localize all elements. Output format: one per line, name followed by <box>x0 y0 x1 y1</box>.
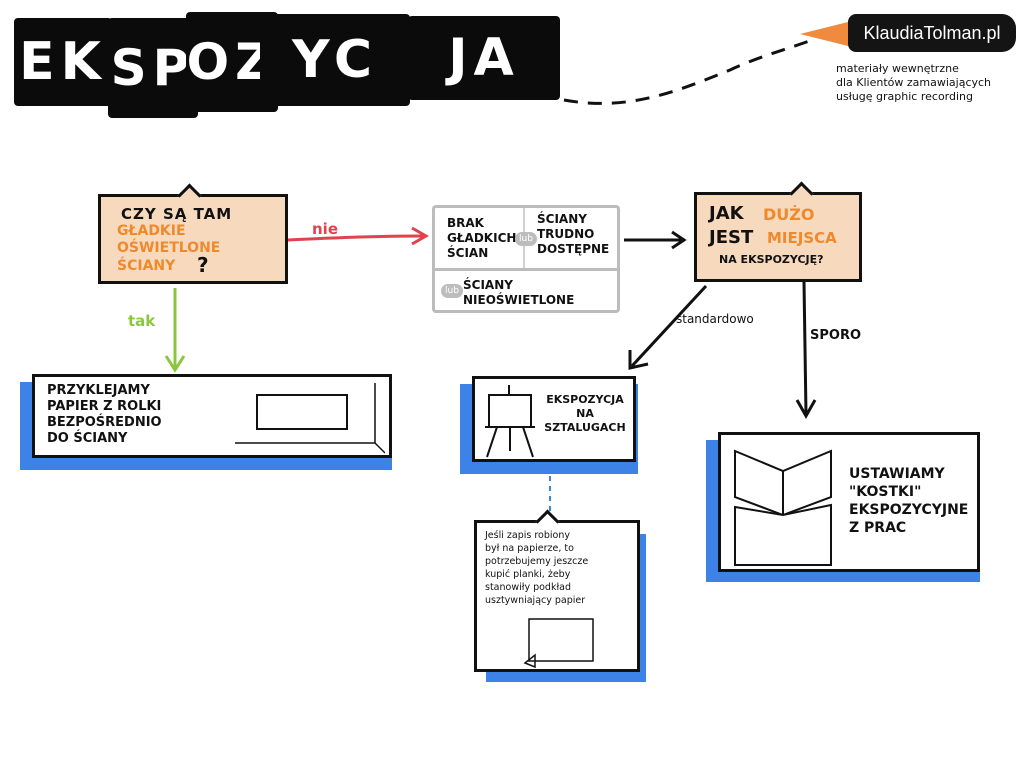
q1-line2: GŁADKIE <box>117 223 186 239</box>
title-part: EK <box>19 32 107 92</box>
title-part: OZ <box>186 33 278 91</box>
board-icon <box>523 618 594 669</box>
q1-line3: OŚWIETLONE <box>117 240 221 256</box>
question-box-space: JAK DUŻO JEST MIEJSCA NA EKSPOZYCJĘ? <box>694 181 862 282</box>
card-wall-line: DO ŚCIANY <box>47 431 128 446</box>
reason-b-line: DOSTĘPNE <box>537 242 610 256</box>
dashed-swoosh <box>563 38 813 105</box>
card-wall-line: BEZPOŚREDNIO <box>47 415 162 430</box>
reason-c-line: ŚCIANY <box>463 278 513 292</box>
cubes-icon <box>734 449 832 566</box>
reason-c: ŚCIANY NIEOŚWIETLONE <box>463 278 574 308</box>
reason-a: BRAK GŁADKICH ŚCIAN <box>447 216 516 261</box>
arrow-nie <box>287 226 430 246</box>
reason-a-line: ŚCIAN <box>447 246 489 260</box>
card-note-line: potrzebujemy jeszcze <box>485 556 589 567</box>
card-note-line: był na papierze, to <box>485 543 574 554</box>
card-easel: EKSPOZYCJA NA SZTALUGACH <box>472 376 636 462</box>
card-cubes-line: USTAWIAMY <box>849 466 945 482</box>
edge-label-sporo: SPORO <box>810 328 862 343</box>
reasons-box: BRAK GŁADKICH ŚCIAN lub ŚCIANY TRUDNO DO… <box>432 205 620 313</box>
card-easel-line: EKSPOZYCJA <box>546 393 624 406</box>
title-block-2: SP <box>108 18 198 118</box>
card-note-line: Jeśli zapis robiony <box>485 530 570 541</box>
title-block-1: EK <box>14 18 112 106</box>
card-wall-line: PRZYKLEJAMY <box>47 383 150 398</box>
card-cubes-text: USTAWIAMY "KOSTKI" EKSPOZYCYJNE Z PRAC <box>849 465 968 537</box>
edge-label-tak: tak <box>128 312 156 330</box>
q2-w2: DUŻO <box>763 205 815 224</box>
card-wall-text: PRZYKLEJAMY PAPIER Z ROLKI BEZPOŚREDNIO … <box>47 383 162 447</box>
reason-a-line: GŁADKICH <box>447 231 517 245</box>
card-cubes: USTAWIAMY "KOSTKI" EKSPOZYCYJNE Z PRAC <box>718 432 980 572</box>
title-part: SP <box>110 39 196 97</box>
card-note: Jeśli zapis robiony był na papierze, to … <box>474 509 640 672</box>
lub-badge: lub <box>441 284 463 298</box>
author-note: materiały wewnętrzne dla Klientów zamawi… <box>836 62 1016 104</box>
q1-line4: ŚCIANY <box>117 258 176 274</box>
title-part: JA <box>448 28 520 88</box>
card-easel-text: EKSPOZYCJA NA SZTALUGACH <box>541 393 629 435</box>
edge-label-nie: nie <box>312 220 338 238</box>
easel-icon <box>485 385 535 458</box>
card-cubes-line: "KOSTKI" <box>849 484 922 500</box>
card-cubes-line: EKSPOZYCYJNE <box>849 502 969 518</box>
card-easel-line: SZTALUGACH <box>544 421 626 434</box>
card-wall-line: PAPIER Z ROLKI <box>47 399 162 414</box>
q2-w4: MIEJSCA <box>767 229 837 247</box>
title-block-5: JA <box>408 16 560 100</box>
title-part: YC <box>292 30 378 90</box>
card-note-line: stanowiły podkład <box>485 582 572 593</box>
title-block-4: YC <box>260 14 410 106</box>
note-line: usługę graphic recording <box>836 90 973 103</box>
card-note-line: kupić planki, żeby <box>485 569 571 580</box>
edge-label-standardowo: standardowo <box>676 312 754 326</box>
reasons-divider-h <box>435 268 617 271</box>
reason-b: ŚCIANY TRUDNO DOSTĘPNE <box>537 212 609 257</box>
q2-w3: JEST <box>709 227 754 248</box>
arrow-standardowo <box>628 284 708 370</box>
lub-badge: lub <box>515 232 537 246</box>
q2-w1: JAK <box>709 203 744 224</box>
card-wall: PRZYKLEJAMY PAPIER Z ROLKI BEZPOŚREDNIO … <box>32 374 392 458</box>
note-line: materiały wewnętrzne <box>836 62 959 75</box>
marker-tip <box>800 22 848 46</box>
brand-marker: KlaudiaTolman.pl <box>848 14 1016 52</box>
dashed-connector <box>549 476 551 520</box>
card-note-line: usztywniający papier <box>485 595 586 606</box>
speech-notch <box>177 183 202 208</box>
card-cubes-line: Z PRAC <box>849 520 907 536</box>
question-box-walls: CZY SĄ TAM GŁADKIE OŚWIETLONE ŚCIANY ? <box>98 183 288 284</box>
q1-line1: CZY SĄ TAM <box>121 205 233 223</box>
q2-w5: NA EKSPOZYCJĘ? <box>719 253 824 266</box>
reason-b-line: ŚCIANY <box>537 212 587 226</box>
speech-notch <box>789 181 814 206</box>
q1-qmark: ? <box>197 253 209 277</box>
card-easel-line: NA <box>576 407 594 420</box>
reason-a-line: BRAK <box>447 216 484 230</box>
wall-paper-icon <box>235 383 385 454</box>
card-note-text: Jeśli zapis robiony był na papierze, to … <box>485 529 588 607</box>
arrow-tak <box>164 288 186 373</box>
note-line: dla Klientów zamawiających <box>836 76 992 89</box>
reason-b-line: TRUDNO <box>537 227 595 241</box>
reason-c-line: NIEOŚWIETLONE <box>463 293 575 307</box>
brand-label: KlaudiaTolman.pl <box>863 22 1001 43</box>
arrow-to-space-question <box>624 230 687 250</box>
arrow-sporo <box>795 281 817 420</box>
